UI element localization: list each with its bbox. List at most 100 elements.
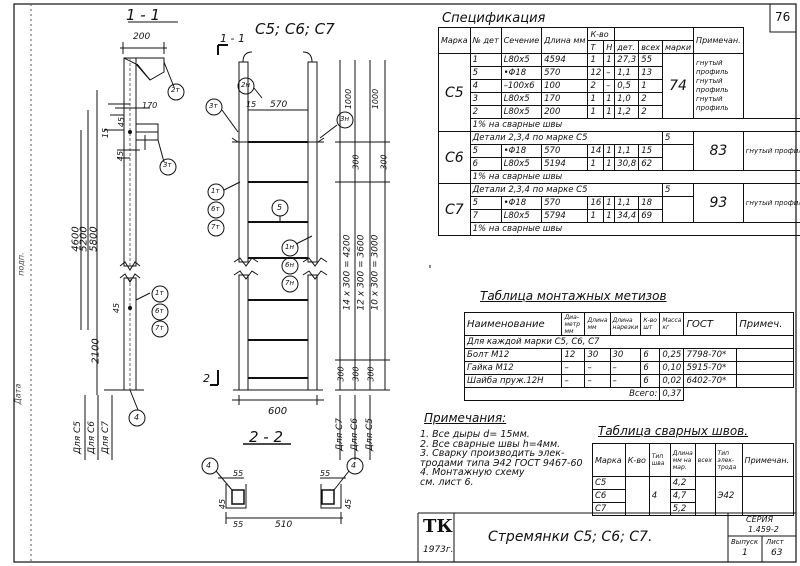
mount-h-name: Наименование (463, 312, 563, 336)
welds-electrode: Э42 (714, 476, 743, 516)
spec-title: Спецификация (442, 11, 546, 26)
callout-6t-r: 6т (211, 205, 220, 213)
welds-kvo: 4 (648, 476, 671, 516)
issue-value: 1 (742, 548, 748, 558)
sheet-value: 63 (771, 548, 783, 558)
welds-h-len: Длина мм на мар. (669, 443, 696, 477)
mount-total: 0,37 (659, 387, 685, 401)
dim-45-low: 45 (112, 302, 122, 314)
callout-4-sec-l: 4 (206, 461, 212, 470)
welds-h-all: всех (694, 443, 716, 477)
welds-h-mark: Марка (592, 443, 626, 477)
series-label: СЕРИЯ (746, 515, 774, 524)
label-for-c6: Для С6 (87, 420, 98, 455)
callout-1n: 1н (285, 243, 295, 251)
spec-h-det: № дет (469, 27, 502, 54)
spec-h-marks: марки (661, 40, 695, 54)
mount-span: Для каждой марки С5, С6, С7 (464, 335, 794, 349)
spec-total-c6: 83 (693, 131, 744, 171)
dim-5800: 5800 (88, 226, 100, 252)
notes-list: 1. Все дыры d= 15мм. 2. Все сварные швы … (420, 430, 583, 487)
note-item: см. лист 6. (420, 476, 474, 488)
callout-7n: 7н (285, 279, 295, 287)
section-1-1-title: 1 - 1 (126, 6, 161, 24)
note-item: тродами типа Э42 ГОСТ 9467-60 (420, 457, 583, 469)
mount-h-thread: Длина нарезки (609, 312, 642, 336)
dim-10x300: 10 x 300 = 3000 (370, 234, 381, 311)
spec-weld-row: 1% на сварные швы (439, 170, 800, 184)
spec-h-note: Примечан. (693, 27, 744, 54)
mount-h-len: Длина мм (584, 312, 611, 336)
dim-300-a: 300 (351, 154, 361, 170)
spec-mark-c7: С7 (438, 183, 471, 236)
dim-1000-b: 1000 (371, 88, 381, 110)
callout-2n: 2н (241, 81, 251, 89)
callout-1t-left: 1т (155, 289, 164, 297)
callout-3t-r: 3т (209, 102, 218, 110)
series-value: 1.459-2 (748, 525, 779, 534)
callout-3t: 3т (163, 161, 172, 169)
tk-logo: ТК (423, 516, 453, 537)
spec-row: С7 Детали 2,3,4 по марке С5 5 93 гнутый … (438, 183, 800, 236)
note-item: 2. Все сварные швы h=4мм. (420, 438, 561, 450)
sheet-label: Лист (766, 538, 784, 546)
mount-total-label: Всего: (463, 387, 661, 401)
spec-weld-c5: 1% на сварные швы (469, 118, 800, 132)
callout-7t-r: 7т (211, 223, 220, 231)
callout-3n: 3н (340, 115, 350, 123)
callout-4-left: 4 (134, 413, 140, 422)
welds-h-electrode: Тип элек-трода (714, 443, 743, 477)
spec-h-length: Длина мм (541, 27, 589, 54)
mount-h-dia: Диа-метр мм (561, 312, 586, 336)
callout-6n: 6н (285, 261, 295, 269)
margin-sign: подп. (16, 252, 26, 276)
callout-6t-left: 6т (155, 307, 164, 315)
dim-300-d: 300 (351, 366, 361, 382)
spec-mark-c5: С5 (438, 53, 471, 132)
welds-title: Таблица сварных швов. (598, 424, 749, 438)
margin-date: Дата (13, 383, 23, 405)
spec-weld-row: 1% на сварные швы (439, 118, 800, 132)
spec-weld-c7: 1% на сварные швы (469, 222, 800, 236)
dim-14x300: 14 x 300 = 4200 (342, 234, 353, 311)
welds-row: С5 4 4,2 Э42 (592, 476, 795, 516)
cut-2-label: 2 (203, 372, 210, 385)
callout-1t-r: 1т (211, 187, 220, 195)
note-item: 1. Все дыры d= 15мм. (420, 429, 530, 440)
title-main: Стремянки С5; С6; С7. (488, 529, 653, 545)
spec-c6-header: Детали 2,3,4 по марке С5 (469, 131, 664, 145)
label-for-c7-r: Для С7 (335, 417, 346, 452)
spec-mark-c6: С6 (438, 131, 471, 184)
spec-header: Марка № дет Сечение Длина мм К-во Примеч… (438, 27, 800, 54)
dim-45-mid: 45 (116, 150, 126, 162)
sheet-number: 76 (775, 10, 791, 24)
spec-h-n: Н (603, 40, 616, 54)
dim-15-right: 15 (246, 100, 257, 109)
label-for-c5: Для С5 (73, 420, 84, 455)
spec-total-c5: 74 (661, 53, 695, 119)
spec-h-section: Сечение (500, 27, 543, 54)
spec-table: Марка № дет Сечение Длина мм К-во Примеч… (438, 27, 800, 236)
spec-h-t: Т (587, 40, 605, 54)
view-title: C5; C6; C7 (255, 20, 335, 38)
mount-title: Таблица монтажных метизов (480, 289, 667, 303)
spec-weld-c6: 1% на сварные швы (469, 170, 800, 184)
spec-note-c7: гнутый профиль (742, 183, 800, 223)
callout-5: 5 (277, 203, 283, 212)
dim-55-b: 55 (320, 469, 331, 478)
cut-1-top: 1 - 1 (220, 32, 245, 45)
note-item: 4. Монтажную схему (420, 467, 525, 478)
welds-h-type: Тип шва (648, 443, 671, 477)
dim-12x300: 12 x 300 = 3600 (356, 234, 367, 311)
mount-h-gost: ГОСТ (683, 312, 738, 336)
dim-570: 570 (270, 100, 288, 110)
mount-h-note: Примеч. (736, 312, 794, 336)
